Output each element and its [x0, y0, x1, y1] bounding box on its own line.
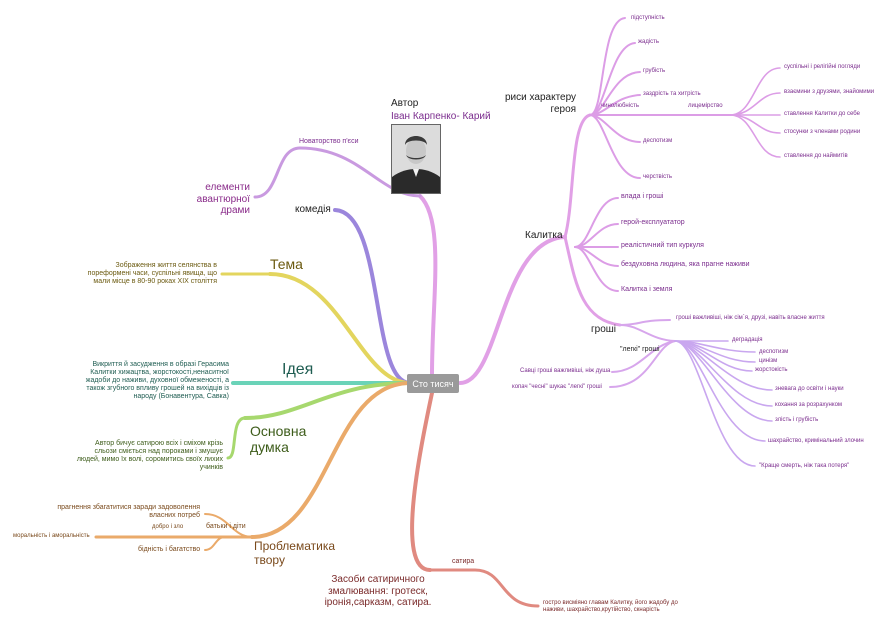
central-topic[interactable]: Сто тисяч [407, 374, 459, 393]
legki-5: зневага до освіти і науки [775, 386, 844, 393]
lytsemirstvo-3: ставлення Калитки до себе [784, 111, 860, 118]
author-label: Автор [391, 98, 418, 110]
groshi-savka: Савці гроші важливіші, ніж душа [520, 368, 610, 375]
kalytka-item-1: влада і гроші [621, 193, 663, 201]
problem-dobro: добро і зло [152, 524, 183, 531]
branch-komediia [335, 210, 410, 383]
kalytka-item-5: Калитка і земля [621, 286, 672, 294]
branch-kalytka [460, 237, 565, 383]
branch-rysy [565, 115, 590, 237]
novatorstvo-label: Новаторство п'єси [299, 138, 359, 146]
kalytka-item-2: герой-експлуататор [621, 219, 685, 227]
problem-pragnennia: прагнення збагатитися заради задоволення… [30, 504, 200, 520]
author-portrait [391, 124, 441, 194]
trait-cherstvist: черствість [643, 174, 672, 181]
trait-zazdrist: заздрість та хитрість [643, 91, 701, 98]
branch-elementy [255, 148, 300, 197]
ideia-title: Ідея [282, 361, 313, 379]
portrait-image [392, 125, 440, 193]
author-name: Іван Карпенко- Карий [391, 111, 491, 123]
legki-3: цинізм [759, 358, 777, 365]
legki-1: деградація [732, 337, 763, 344]
branch-satyra [412, 393, 432, 570]
trait-chynoliubnist: чинолюбність [601, 103, 639, 110]
legki-8: шахрайство, кримінальний злочин [768, 438, 864, 445]
groshi-legki: "легкі" гроші [620, 346, 660, 354]
trait-hrubist: грубість [643, 68, 665, 75]
lytsemirstvo-5: ставлення до наймитів [784, 153, 848, 160]
groshi-vazhlyvishi: гроші важливіші, ніж сім`я, друзі, навіт… [676, 315, 825, 322]
kalytka-item-4: бездуховна людина, яка прагне наживи [621, 261, 750, 269]
kalytka-item-3: реалістичний тип куркуля [621, 242, 704, 250]
lytsemirstvo-2: взаємини з друзями, знайомими [784, 89, 874, 96]
problem-bidnist: бідність і багатство [138, 546, 200, 554]
legki-4: жорстокість [755, 367, 788, 374]
groshi-title: гроші [591, 324, 616, 336]
trait-pidstupnist: підступність [631, 15, 665, 22]
problem-batky: батьки і діти [206, 523, 246, 531]
trait-despotyzm: деспотизм [643, 138, 672, 145]
lytsemirstvo-4: стосунки з членами родини [784, 129, 860, 136]
trait-lytsemirstvo: лицемірство [688, 103, 723, 110]
legki-6: кохання за розрахунком [775, 402, 842, 409]
branch-author [420, 196, 435, 374]
lytsemirstvo-1: суспільні і релігійні погляди [784, 64, 860, 71]
groshi-kopach: копач "чесні" шукає "легкі" гроші [512, 384, 602, 391]
legki-9: "Краще смерть, ніж така потеря" [759, 463, 849, 470]
legki-2: деспотизм [759, 349, 788, 356]
problem-moral: моральність і аморальність [13, 533, 90, 540]
legki-7: злість і грубість [775, 417, 818, 424]
kalytka-title: Калитка [525, 230, 563, 242]
komediia-label: комедія [295, 204, 331, 216]
satyra-label: сатира [452, 558, 474, 566]
satyra-text: гостро висміяно главам Калитку, його жад… [543, 600, 678, 614]
branch-problem [252, 383, 410, 537]
branch-groshi [565, 237, 620, 325]
tema-title: Тема [270, 256, 303, 272]
trait-zhadist: жадість [638, 39, 659, 46]
